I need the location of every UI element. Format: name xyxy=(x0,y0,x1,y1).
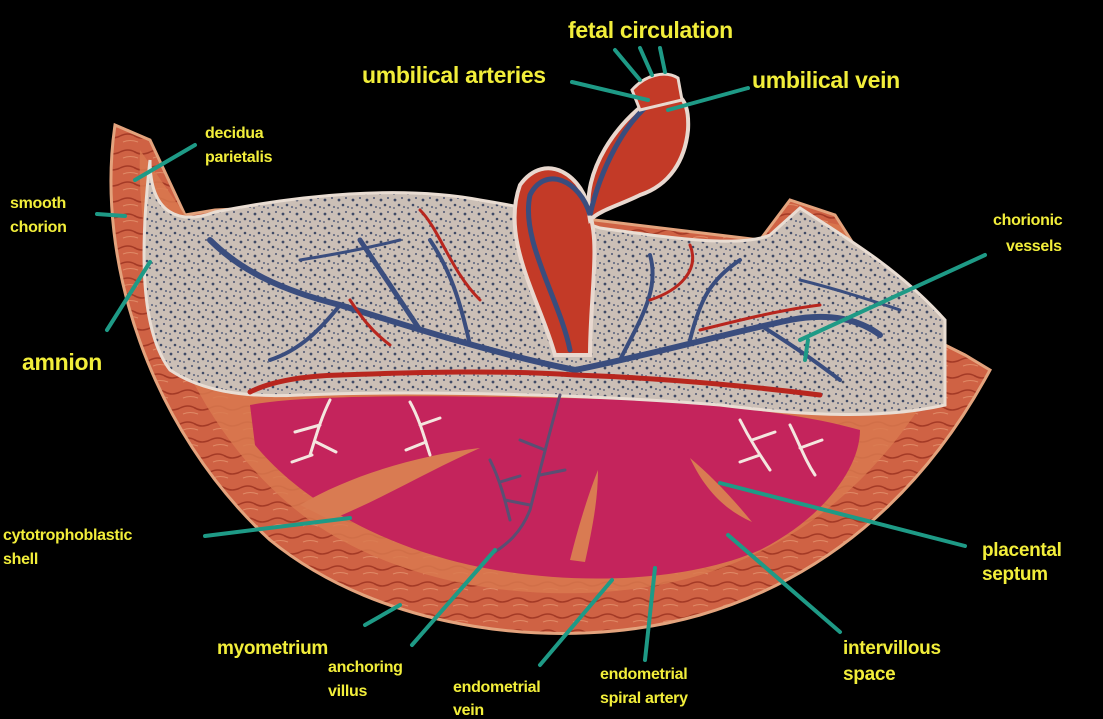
label-fetal-circulation: fetal circulation xyxy=(568,17,733,43)
label-chorionic-vessels-2: vessels xyxy=(1006,238,1062,255)
label-myometrium: myometrium xyxy=(217,638,328,659)
label-chorionic-vessels-1: chorionic xyxy=(993,212,1063,229)
label-endometrial-spiral-artery-2: spiral artery xyxy=(600,690,688,707)
label-intervillous-space-1: intervillous xyxy=(843,638,941,659)
label-endometrial-vein-2: vein xyxy=(453,702,484,719)
label-cytotrophoblastic-shell-1: cytotrophoblastic xyxy=(3,527,133,544)
label-amnion: amnion xyxy=(22,349,102,375)
label-endometrial-spiral-artery-1: endometrial xyxy=(600,666,687,683)
label-umbilical-vein: umbilical vein xyxy=(752,67,900,93)
label-anchoring-villus-2: villus xyxy=(328,683,368,700)
label-cytotrophoblastic-shell-2: shell xyxy=(3,551,38,568)
label-decidua-parietalis-2: parietalis xyxy=(205,149,273,166)
label-decidua-parietalis-1: decidua xyxy=(205,125,264,142)
label-smooth-chorion-1: smooth xyxy=(10,195,66,212)
label-intervillous-space-2: space xyxy=(843,664,895,685)
label-umbilical-arteries: umbilical arteries xyxy=(362,62,546,88)
label-placental-septum-1: placental xyxy=(982,540,1062,561)
label-endometrial-vein-1: endometrial xyxy=(453,679,540,696)
label-anchoring-villus-1: anchoring xyxy=(328,659,403,676)
label-placental-septum-2: septum xyxy=(982,564,1048,585)
label-smooth-chorion-2: chorion xyxy=(10,219,67,236)
